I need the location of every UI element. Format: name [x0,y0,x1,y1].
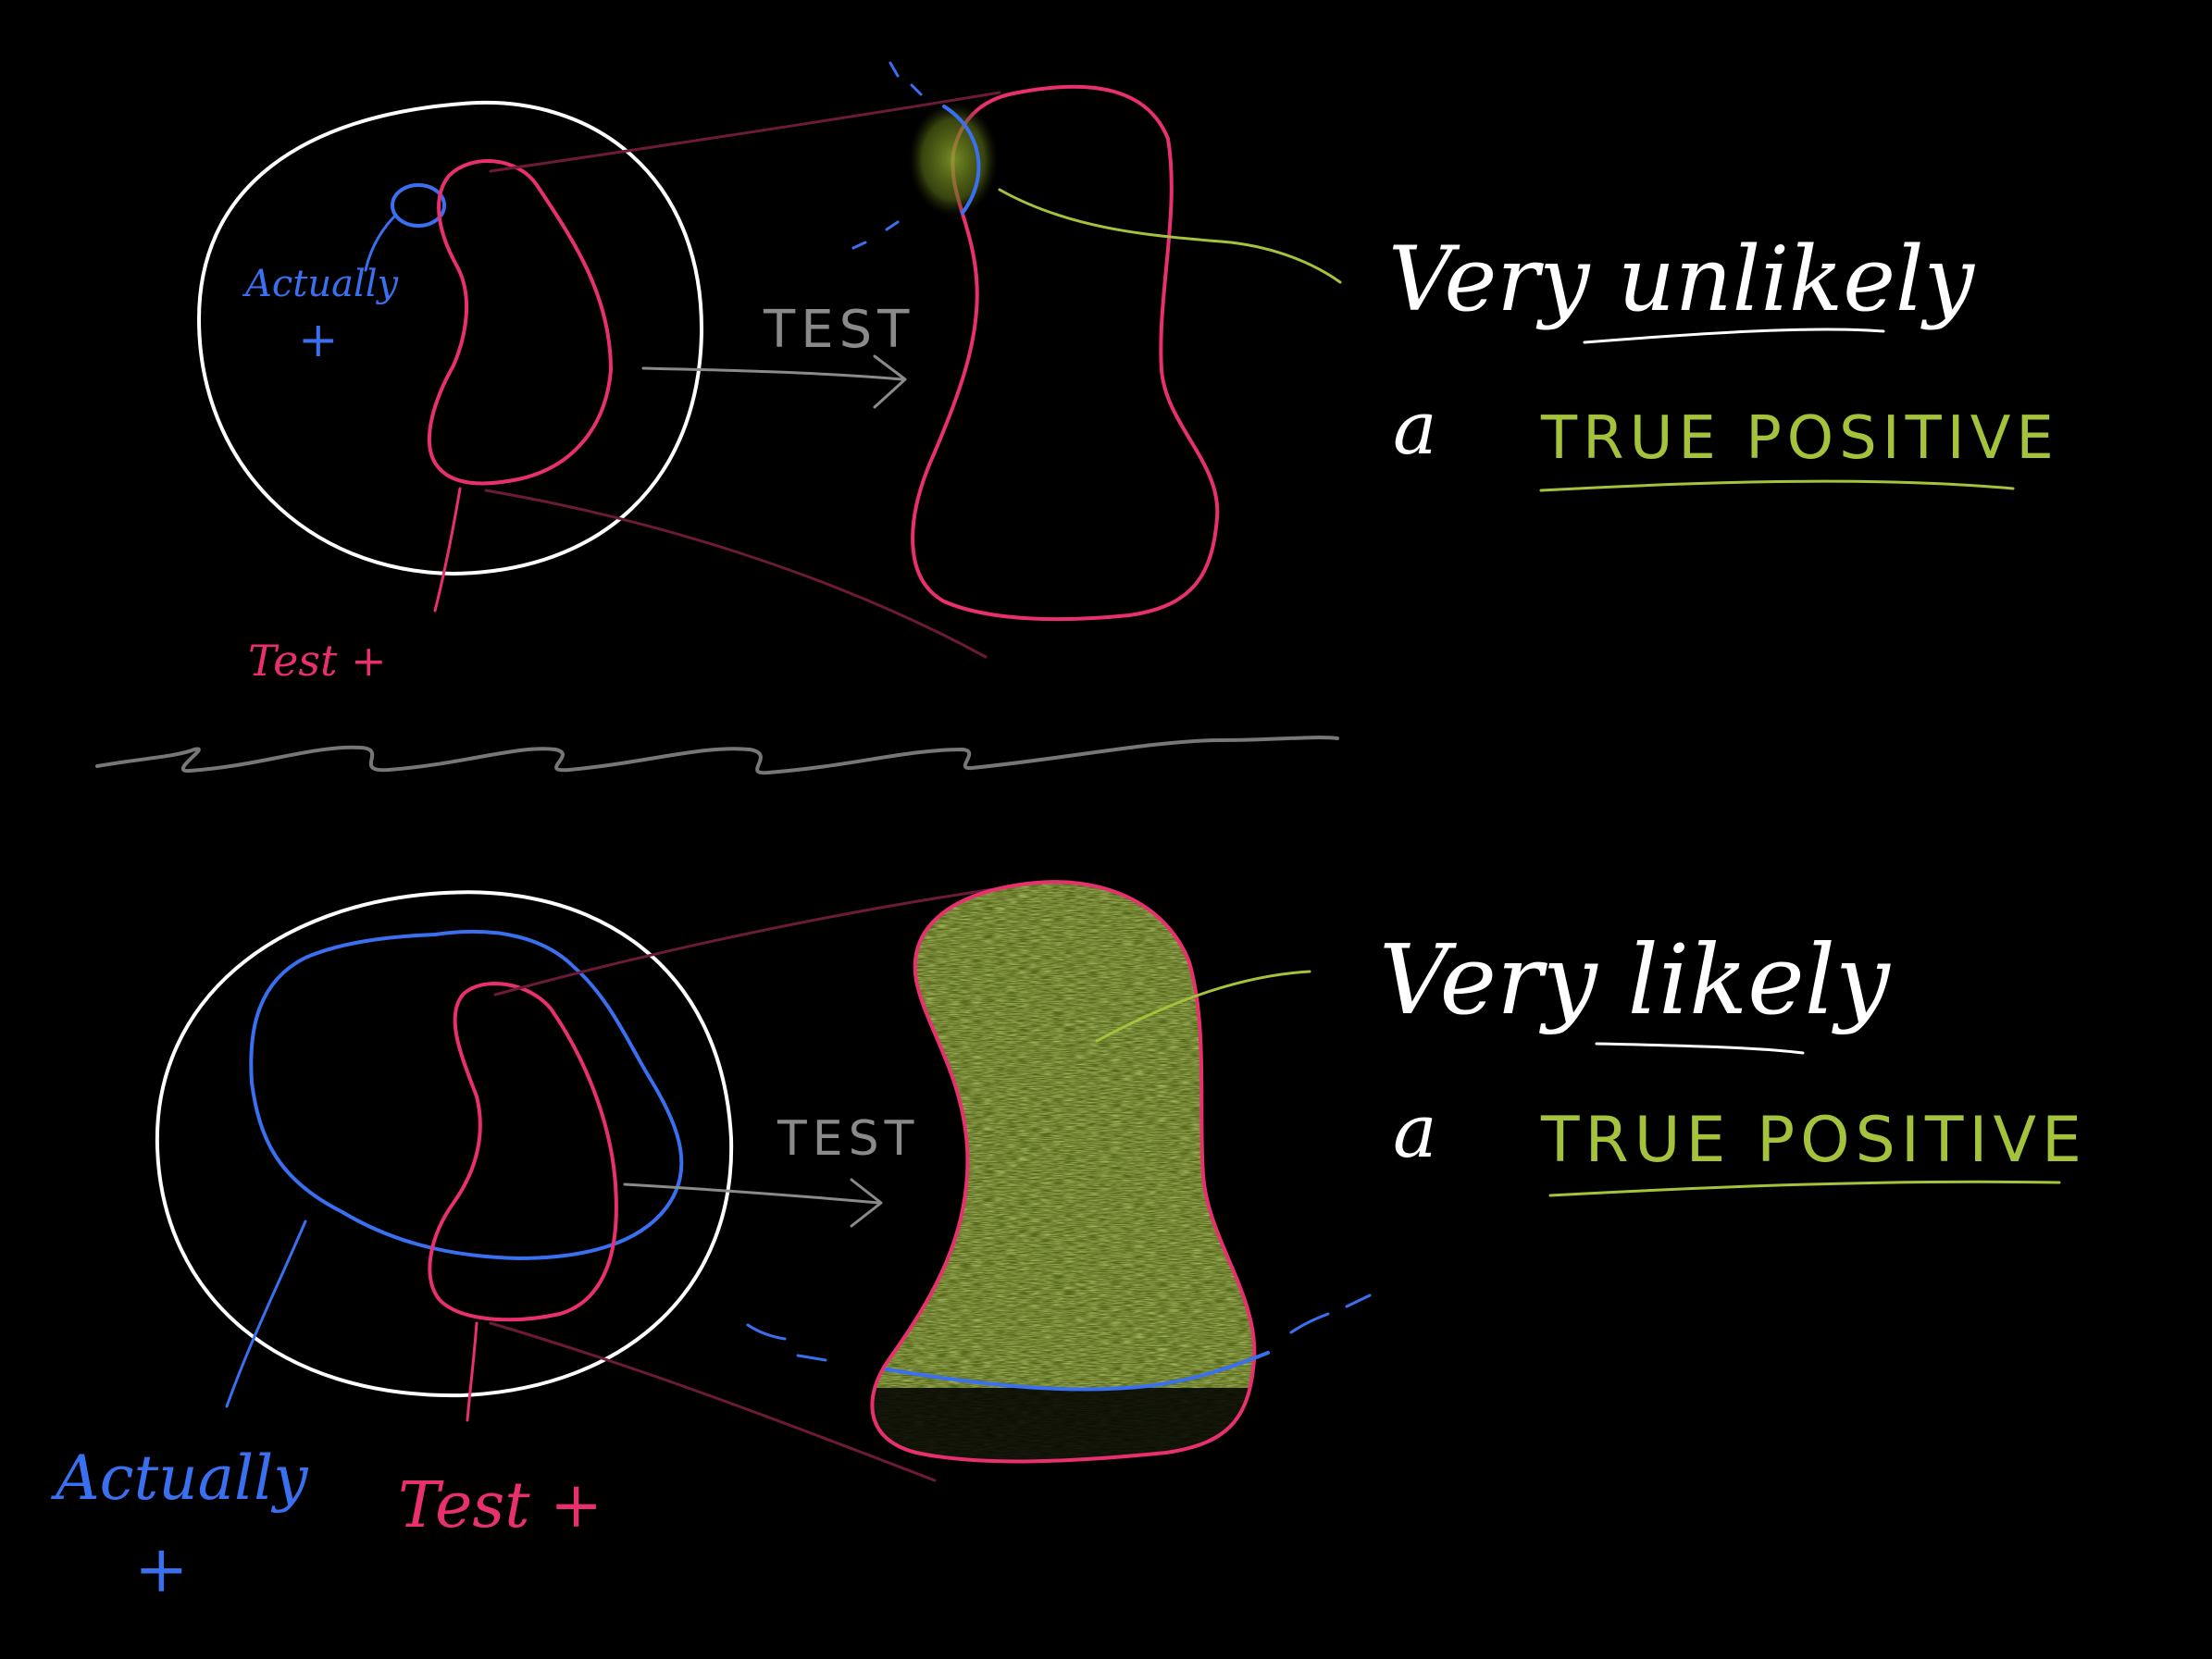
bottom-zoom-shape [870,880,1257,1464]
bottom-false-positive-band [872,1388,1255,1462]
bottom-arrow-head [850,1178,883,1228]
bottom-zoom-actual-edge [885,1351,1270,1392]
bottom-conclusion-a: a [1393,1088,1437,1174]
bottom-population-circle [155,890,734,1398]
top-arrow-label: TEST [763,300,914,360]
bottom-actual-positive-blob [249,929,684,1260]
bottom-zoom-actual-dash-a [746,1323,827,1362]
bottom-zoom-actual-dash-b [1289,1294,1372,1334]
top-connector-lower [484,489,988,659]
bottom-connector-lower [489,1321,937,1482]
top-zoom-actual-edge [942,105,981,215]
top-test-label: Test + [248,636,387,686]
bottom-test-arrow [623,1182,881,1205]
top-actual-positive-circle [391,183,446,228]
top-population-circle [197,100,704,576]
top-actual-label: Actually [242,263,400,305]
top-unlikely-underline [1583,328,1885,344]
bottom-actual-label: Actually [50,1442,308,1514]
top-conclusion-true-positive: TRUE POSITIVE [1540,404,2059,473]
bottom-scenario: Actually + Test + TEST Very likely a TRU… [50,880,2087,1607]
bottom-likely-underline [1595,1042,1805,1055]
top-test-leader-line [433,487,462,613]
top-zoom-shape [911,84,1220,622]
top-test-positive-blob [427,159,613,486]
bottom-true-positive-pointer [1095,970,1311,1043]
top-true-positive-underline [1539,479,2015,492]
top-connector-upper [489,91,1001,173]
bottom-conclusion-true-positive: TRUE POSITIVE [1540,1104,2087,1177]
bottom-actual-plus: + [134,1531,189,1607]
top-true-positive-pointer [998,188,1342,284]
wavy-separator [95,736,1339,775]
bottom-true-positive-underline [1548,1180,2061,1197]
top-test-arrow [641,366,904,381]
bottom-arrow-label: TEST [777,1111,919,1167]
bottom-conclusion-line1: Very likely [1379,923,1891,1036]
top-true-positive-region [909,102,998,217]
bottom-actual-leader-line [225,1219,307,1408]
top-conclusion-a: a [1393,385,1437,471]
top-zoom-actual-dash-a [889,61,923,96]
bottom-test-leader-line [466,1321,478,1422]
bottom-test-label: Test + [398,1469,603,1542]
bottom-connector-upper [493,882,1034,997]
bottom-test-positive-blob [428,982,618,1322]
top-actual-plus: + [298,313,339,368]
top-scenario: Actually + Test + TEST Very unlikely a T… [197,61,2059,686]
top-zoom-actual-dash-b [851,220,900,250]
top-actual-leader-line [364,213,398,272]
top-conclusion-line1: Very unlikely [1388,228,1976,331]
top-arrow-head [873,354,907,409]
